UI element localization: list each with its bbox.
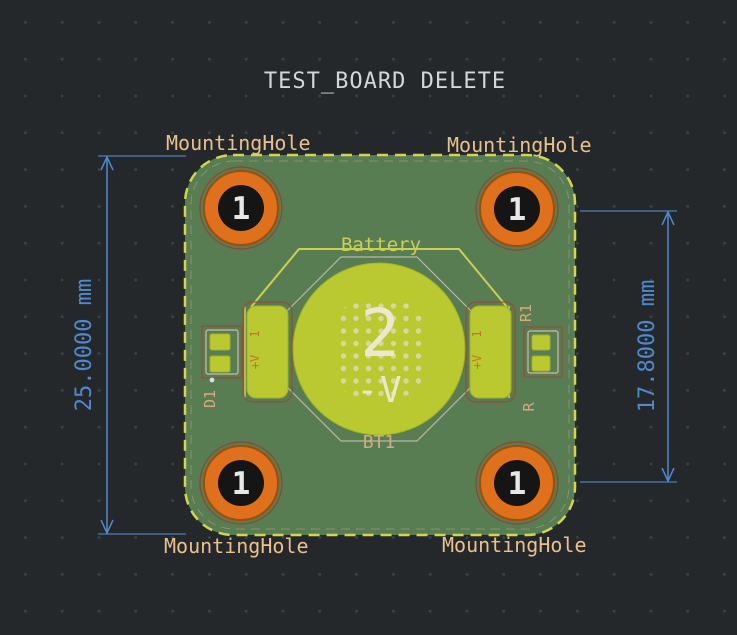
diode-pad-1[interactable] — [209, 333, 231, 351]
resistor-footprint[interactable]: R1 R — [517, 304, 563, 412]
diode-pad-2[interactable] — [209, 355, 231, 373]
mounting-hole-top-left[interactable]: 1 — [199, 166, 283, 250]
resistor-value-text[interactable]: R — [520, 402, 538, 412]
board-edge-cuts-outline[interactable] — [183, 153, 577, 537]
battery-value-text[interactable]: Battery — [341, 234, 421, 256]
battery-footprint[interactable]: 2 -V Battery BT1 1 +V 1 +V — [242, 234, 516, 453]
dimension-arrow-up — [100, 155, 114, 171]
resistor-pad-1[interactable] — [531, 334, 551, 351]
mounting-hole-courtyard — [475, 167, 559, 251]
mounting-hole-label-bottom-right[interactable]: MountingHole — [442, 533, 587, 557]
dimension-hole-spacing[interactable]: 17.8000 mm — [580, 210, 677, 483]
resistor-reference-text[interactable]: R1 — [517, 304, 535, 322]
battery-pad-left-number: 1 — [248, 330, 262, 337]
mounting-hole-courtyard — [199, 441, 283, 525]
battery-pad-right-courtyard — [465, 301, 516, 403]
resistor-courtyard — [523, 326, 563, 378]
dimension-board-height-value[interactable]: 25.0000 mm — [72, 279, 97, 411]
battery-polarity-marking: -V — [356, 370, 403, 411]
mounting-holes: 1 1 1 1 — [199, 166, 559, 525]
resistor-fab-outline — [527, 330, 559, 374]
dimension-arrow-up — [661, 210, 675, 226]
mounting-hole-pad-number: 1 — [508, 466, 527, 502]
mounting-hole-bottom-right[interactable]: 1 — [475, 441, 559, 525]
mounting-hole-label-top-right[interactable]: MountingHole — [447, 133, 592, 157]
battery-pad-right[interactable] — [469, 305, 512, 399]
mounting-hole-top-right[interactable]: 1 — [475, 167, 559, 251]
dimension-arrow-down — [100, 519, 114, 535]
battery-pad-right-positive-label: +V — [470, 355, 484, 369]
battery-pad-left-positive-label: +V — [248, 355, 262, 369]
mounting-hole-bottom-left[interactable]: 1 — [199, 441, 283, 525]
diode-pin1-dot — [209, 377, 215, 383]
diode-fab-outline — [205, 329, 239, 375]
mounting-hole-courtyard — [199, 166, 283, 250]
resistor-pad-2[interactable] — [531, 355, 551, 372]
mounting-hole-label-top-left[interactable]: MountingHole — [166, 131, 311, 155]
diode-footprint[interactable]: D1 — [201, 325, 243, 408]
board-inner-courtyard-outline — [190, 160, 570, 530]
dimension-hole-spacing-value[interactable]: 17.8000 mm — [635, 280, 660, 412]
mounting-hole-drill — [494, 186, 540, 232]
mounting-hole-drill — [218, 460, 264, 506]
mounting-hole-drill — [494, 460, 540, 506]
mounting-hole-pad-number: 1 — [232, 466, 251, 502]
mounting-hole-label-bottom-left[interactable]: MountingHole — [164, 534, 309, 558]
dimension-board-height[interactable]: 25.0000 mm — [72, 155, 186, 535]
battery-cell-size-marking: 2 — [360, 295, 400, 372]
board-title-text[interactable]: TEST_BOARD DELETE — [264, 69, 506, 94]
battery-pad-left[interactable] — [246, 305, 289, 399]
battery-pad-left-courtyard — [242, 301, 293, 403]
mounting-hole-pad-number: 1 — [508, 192, 527, 228]
mounting-hole-courtyard — [475, 441, 559, 525]
battery-thermal-dot-grid — [337, 303, 422, 396]
mounting-hole-drill — [218, 185, 264, 231]
diode-reference-text[interactable]: D1 — [201, 390, 219, 408]
battery-reference-text[interactable]: BT1 — [363, 432, 396, 453]
mounting-hole-pad-number: 1 — [232, 191, 251, 227]
diode-courtyard — [201, 325, 243, 379]
battery-pad-right-number: 1 — [470, 330, 484, 337]
dimension-arrow-down — [661, 467, 675, 483]
battery-silkscreen-outline — [250, 248, 508, 308]
